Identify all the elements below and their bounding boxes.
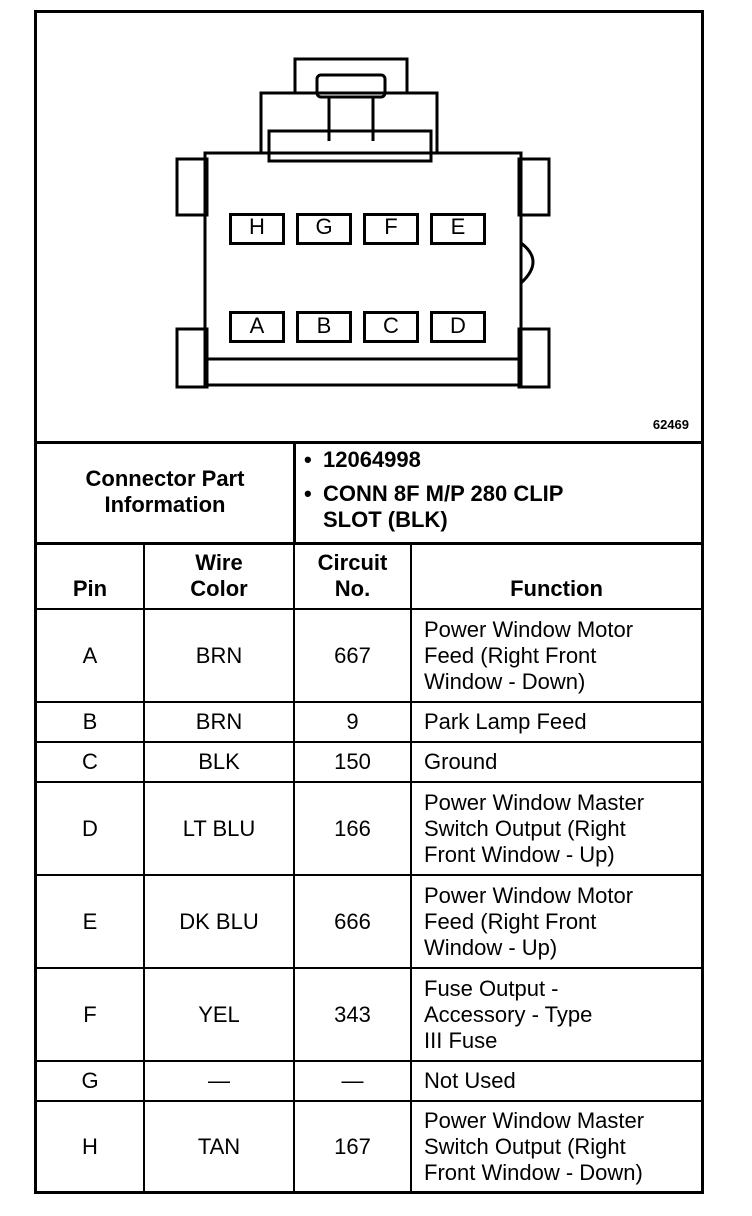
wire-color-cell: — bbox=[143, 1060, 295, 1102]
wire-color-cell: BRN bbox=[143, 608, 295, 703]
pin-cell: F bbox=[37, 967, 145, 1062]
function-cell: Fuse Output - Accessory - Type III Fuse bbox=[410, 967, 701, 1062]
table-row: E DK BLU 666 Power Window Motor Feed (Ri… bbox=[37, 874, 701, 969]
circuit-cell: 666 bbox=[293, 874, 412, 969]
circuit-cell: — bbox=[293, 1060, 412, 1102]
header-circuit-no: Circuit No. bbox=[293, 542, 412, 610]
part-info-label-line2: Information bbox=[104, 491, 226, 517]
table-header-row: Pin Wire Color Circuit No. Function bbox=[37, 542, 701, 610]
header-pin: Pin bbox=[37, 542, 145, 610]
pin-label-a: A bbox=[249, 313, 265, 338]
figure-number: 62469 bbox=[652, 417, 689, 432]
pin-label-f: F bbox=[384, 214, 398, 239]
header-wire-color: Wire Color bbox=[143, 542, 295, 610]
part-number: 12064998 bbox=[323, 447, 421, 472]
pin-label-c: C bbox=[383, 313, 399, 338]
pin-label-e: E bbox=[450, 214, 466, 239]
wire-color-cell: DK BLU bbox=[143, 874, 295, 969]
part-info-values: • 12064998 • CONN 8F M/P 280 CLIP SLOT (… bbox=[299, 447, 699, 541]
pin-label-b: B bbox=[316, 313, 332, 338]
right-lower-tab bbox=[517, 327, 551, 389]
pin-cavity-b bbox=[296, 311, 352, 343]
connector-body bbox=[203, 151, 523, 387]
pin-label-d: D bbox=[450, 313, 466, 338]
function-cell: Park Lamp Feed bbox=[410, 701, 701, 743]
function-cell: Power Window Master Switch Output (Right… bbox=[410, 781, 701, 876]
pin-cell: B bbox=[37, 701, 145, 743]
connector-document: H G F E A B C D 62469 Connector Part Inf… bbox=[34, 10, 704, 1194]
header-function: Function bbox=[410, 542, 701, 610]
function-cell: Power Window Master Switch Output (Right… bbox=[410, 1100, 701, 1191]
table-row: D LT BLU 166 Power Window Master Switch … bbox=[37, 781, 701, 876]
left-upper-tab bbox=[175, 157, 209, 217]
pin-cavity-d bbox=[430, 311, 486, 343]
pin-table: Pin Wire Color Circuit No. Function A BR… bbox=[37, 542, 701, 1191]
wire-color-cell: BRN bbox=[143, 701, 295, 743]
connector-diagram: H G F E A B C D 62469 bbox=[37, 13, 701, 444]
wire-color-cell: TAN bbox=[143, 1100, 295, 1191]
part-number-item: • 12064998 bbox=[299, 447, 699, 473]
left-lower-tab bbox=[175, 327, 209, 389]
circuit-cell: 150 bbox=[293, 741, 412, 783]
bullet-icon: • bbox=[304, 447, 312, 472]
bullet-icon: • bbox=[304, 481, 312, 506]
wire-color-cell: LT BLU bbox=[143, 781, 295, 876]
function-cell: Power Window Motor Feed (Right Front Win… bbox=[410, 608, 701, 703]
table-row: G — — Not Used bbox=[37, 1060, 701, 1102]
pin-cell: C bbox=[37, 741, 145, 783]
pin-cavity-e bbox=[430, 213, 486, 245]
part-description-line1: CONN 8F M/P 280 CLIP bbox=[323, 481, 564, 506]
latch-slot bbox=[315, 73, 387, 99]
right-upper-tab bbox=[517, 157, 551, 217]
function-cell: Ground bbox=[410, 741, 701, 783]
pin-cavity-g bbox=[296, 213, 352, 245]
pin-cell: H bbox=[37, 1100, 145, 1191]
connector-face-drawing bbox=[175, 57, 551, 389]
part-info-label: Connector Part Information bbox=[37, 441, 296, 542]
part-description-item: • CONN 8F M/P 280 CLIP SLOT (BLK) bbox=[299, 481, 699, 533]
part-description-line2: SLOT (BLK) bbox=[323, 507, 448, 532]
circuit-cell: 166 bbox=[293, 781, 412, 876]
table-row: B BRN 9 Park Lamp Feed bbox=[37, 701, 701, 743]
circuit-cell: 167 bbox=[293, 1100, 412, 1191]
wire-color-cell: BLK bbox=[143, 741, 295, 783]
circuit-cell: 667 bbox=[293, 608, 412, 703]
latch-housing bbox=[259, 91, 439, 153]
pin-cell: E bbox=[37, 874, 145, 969]
function-cell: Not Used bbox=[410, 1060, 701, 1102]
pin-cell: G bbox=[37, 1060, 145, 1102]
connector-part-info: Connector Part Information • 12064998 • … bbox=[37, 441, 701, 545]
pin-label-g: G bbox=[315, 214, 333, 239]
pin-cavity-a bbox=[229, 311, 285, 343]
table-row: F YEL 343 Fuse Output - Accessory - Type… bbox=[37, 967, 701, 1062]
part-info-label-line1: Connector Part bbox=[85, 465, 245, 491]
keying-notch bbox=[519, 241, 535, 285]
pin-cell: D bbox=[37, 781, 145, 876]
latch-top bbox=[293, 57, 409, 93]
wire-color-cell: YEL bbox=[143, 967, 295, 1062]
pin-cell: A bbox=[37, 608, 145, 703]
function-cell: Power Window Motor Feed (Right Front Win… bbox=[410, 874, 701, 969]
table-row: C BLK 150 Ground bbox=[37, 741, 701, 783]
circuit-cell: 343 bbox=[293, 967, 412, 1062]
pin-label-h: H bbox=[249, 214, 265, 239]
pin-cavity-c bbox=[363, 311, 419, 343]
latch-clip bbox=[267, 129, 433, 163]
table-row: H TAN 167 Power Window Master Switch Out… bbox=[37, 1100, 701, 1191]
pin-cavity-h bbox=[229, 213, 285, 245]
pin-cavity-f bbox=[363, 213, 419, 245]
table-row: A BRN 667 Power Window Motor Feed (Right… bbox=[37, 608, 701, 703]
circuit-cell: 9 bbox=[293, 701, 412, 743]
